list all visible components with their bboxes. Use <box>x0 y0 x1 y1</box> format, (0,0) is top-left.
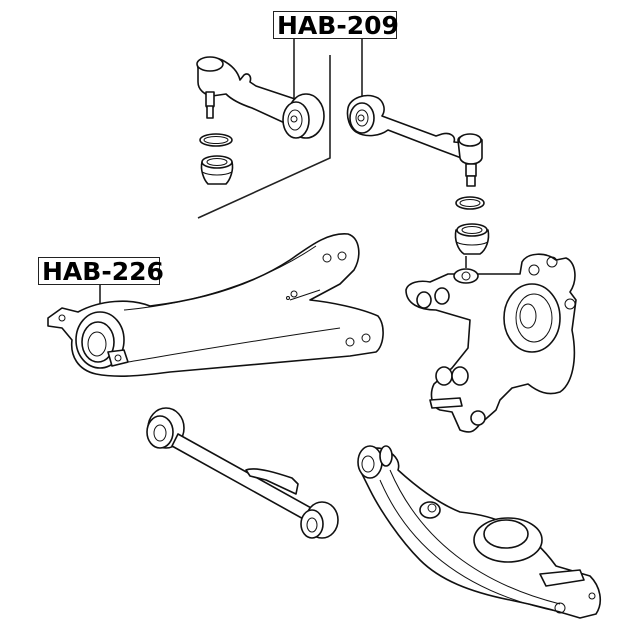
upper-arm-left <box>196 56 325 139</box>
part-label-hab-226: HAB-226 <box>38 257 164 285</box>
upper-arm-right <box>346 94 483 187</box>
trailing-arm <box>47 233 384 377</box>
ball-joint-boot-right <box>454 196 490 255</box>
separator-line <box>197 55 331 219</box>
toe-link <box>146 407 339 539</box>
knuckle <box>405 253 577 433</box>
part-label-hab-209: HAB-209 <box>273 11 399 39</box>
lower-arm <box>357 445 602 619</box>
ball-joint-boot-left <box>199 133 234 185</box>
